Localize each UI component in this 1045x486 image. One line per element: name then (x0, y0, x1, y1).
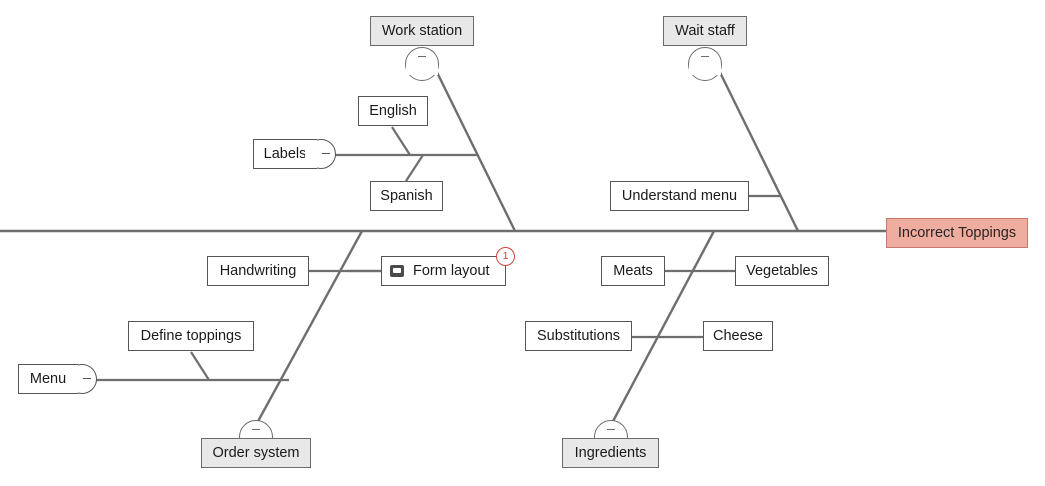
cause-node-vegetables[interactable]: Vegetables (735, 256, 829, 286)
cause-label: Spanish (380, 187, 433, 204)
collapse-cap-labels[interactable] (305, 139, 339, 169)
cause-node-meats[interactable]: Meats (601, 256, 665, 286)
note-icon (390, 265, 404, 277)
category-node-ingredients[interactable]: Ingredients (562, 438, 659, 468)
collapse-cap-dome (688, 47, 722, 81)
minus-icon (83, 378, 91, 380)
cause-label: Understand menu (621, 187, 738, 204)
collapse-cap-menu[interactable] (66, 364, 100, 394)
cause-label: Cheese (713, 327, 763, 344)
effect-node-incorrect-toppings[interactable]: Incorrect Toppings (886, 218, 1028, 248)
collapse-cap-work-station[interactable] (405, 47, 439, 81)
category-label: Order system (212, 444, 300, 461)
cause-node-understand-menu[interactable]: Understand menu (610, 181, 749, 211)
cause-node-cheese[interactable]: Cheese (703, 321, 773, 351)
cause-node-spanish[interactable]: Spanish (370, 181, 443, 211)
cause-label: Labels (263, 145, 307, 162)
category-node-work-station[interactable]: Work station (370, 16, 474, 46)
effect-label: Incorrect Toppings (897, 224, 1017, 241)
minus-icon (322, 153, 330, 155)
collapse-cap-mask (66, 365, 78, 393)
cause-node-english[interactable]: English (358, 96, 428, 126)
category-label: Ingredients (574, 444, 647, 461)
collapse-cap-ingredients[interactable] (594, 420, 628, 454)
collapse-cap-wait-staff[interactable] (688, 47, 722, 81)
cause-node-define-toppings[interactable]: Define toppings (128, 321, 254, 351)
minus-icon (607, 429, 615, 431)
collapse-cap-mask (305, 140, 317, 168)
cause-node-form-layout[interactable]: Form layout (381, 256, 506, 286)
category-label: Wait staff (675, 22, 735, 39)
cause-label: Meats (613, 262, 653, 279)
badge-count: 1 (502, 250, 509, 263)
collapse-cap-mask (406, 65, 438, 75)
category-node-order-system[interactable]: Order system (201, 438, 311, 468)
collapse-cap-dome (405, 47, 439, 81)
category-node-wait-staff[interactable]: Wait staff (663, 16, 747, 46)
cause-label: Handwriting (219, 262, 297, 279)
connector-define-toppings (190, 351, 210, 381)
comment-count-badge[interactable]: 1 (496, 247, 515, 266)
minus-icon (252, 429, 260, 431)
cause-node-handwriting[interactable]: Handwriting (207, 256, 309, 286)
cause-label: Vegetables (746, 262, 818, 279)
collapse-cap-mask (689, 65, 721, 75)
connector-english (391, 126, 411, 156)
collapse-cap-order-system[interactable] (239, 420, 273, 454)
connector-spanish (405, 154, 424, 182)
cause-label: Substitutions (536, 327, 621, 344)
minus-icon (701, 56, 709, 58)
minus-icon (418, 56, 426, 58)
cause-label: Menu (29, 370, 67, 387)
cause-label: English (369, 102, 417, 119)
cause-label: Define toppings (140, 327, 242, 344)
cause-node-substitutions[interactable]: Substitutions (525, 321, 632, 351)
cause-label: Form layout (413, 262, 490, 279)
category-label: Work station (381, 22, 463, 39)
